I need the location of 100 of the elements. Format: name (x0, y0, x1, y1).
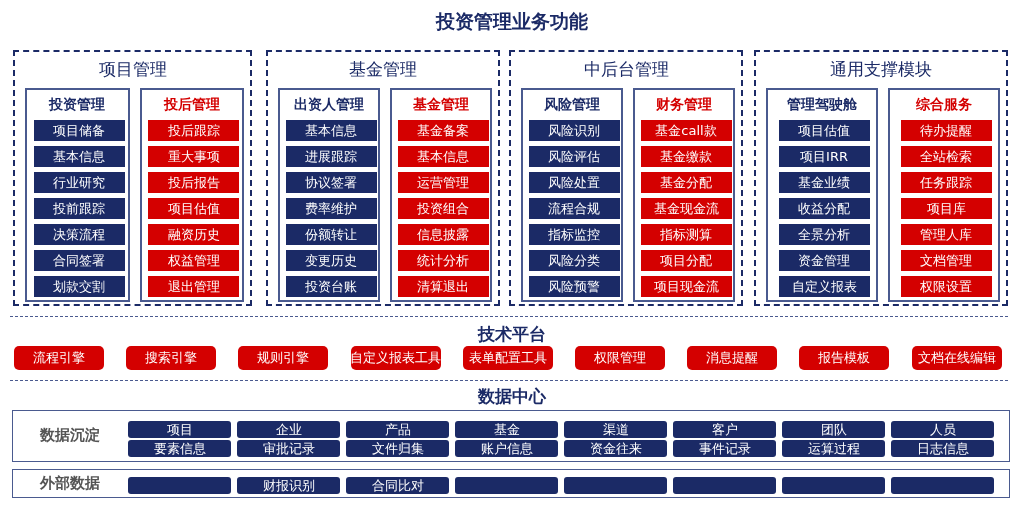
panel-title: 基金管理 (348, 57, 418, 81)
function-box: 项目估值 (148, 198, 240, 219)
function-box: 合同签署 (33, 250, 125, 271)
platform-box: 搜索引擎 (126, 346, 217, 370)
platform-box: 报告模板 (799, 346, 890, 370)
category-panel (390, 88, 492, 302)
function-box: 基金分配 (640, 172, 732, 193)
category-panel (633, 88, 735, 302)
data-box (782, 477, 885, 494)
function-box: 决策流程 (33, 224, 125, 245)
panel-title: 通用支撑模块 (829, 57, 933, 81)
function-box: 管理人库 (900, 224, 992, 245)
function-box: 基金业绩 (778, 172, 870, 193)
function-box: 风险识别 (528, 120, 620, 141)
category-panel (521, 88, 623, 302)
platform-box: 权限管理 (575, 346, 665, 370)
category-title: 出资人管理 (293, 95, 365, 114)
function-box: 清算退出 (397, 276, 489, 297)
function-box: 基金call款 (640, 120, 732, 141)
function-box: 风险预警 (528, 276, 620, 297)
data-box: 合同比对 (346, 477, 449, 494)
function-box: 退出管理 (148, 276, 240, 297)
category-title: 投后管理 (162, 95, 221, 114)
category-panel (139, 88, 244, 302)
function-box: 运营管理 (397, 172, 489, 193)
data-box: 基金 (455, 421, 558, 438)
category-title: 管理驾驶舱 (786, 95, 858, 114)
platform-box: 表单配置工具 (462, 346, 553, 370)
category-title: 财务管理 (655, 95, 713, 114)
data-box: 客户 (673, 421, 776, 438)
data-box: 人员 (891, 421, 994, 438)
data-box: 审批记录 (237, 440, 340, 457)
category-panel (888, 88, 1000, 302)
function-box: 自定义报表 (778, 276, 870, 297)
function-box: 项目估值 (778, 120, 870, 141)
data-box: 财报识别 (237, 477, 340, 494)
data-band (12, 469, 1010, 498)
function-box: 基本信息 (285, 120, 377, 141)
function-box: 权限设置 (900, 276, 992, 297)
section-title: 数据中心 (477, 384, 547, 408)
section-title: 技术平台 (476, 322, 547, 346)
function-box: 协议签署 (285, 172, 377, 193)
data-box: 运算过程 (782, 440, 885, 457)
data-box (564, 477, 667, 494)
data-box: 事件记录 (673, 440, 776, 457)
panel-title: 中后台管理 (582, 57, 670, 81)
function-box: 投后跟踪 (148, 120, 240, 141)
category-panel (766, 88, 878, 302)
data-box (891, 477, 994, 494)
data-box: 文件归集 (346, 440, 449, 457)
data-box (673, 477, 776, 494)
function-box: 投资组合 (397, 198, 489, 219)
function-box: 基本信息 (397, 146, 489, 167)
function-box: 文档管理 (900, 250, 992, 271)
category-panel (25, 88, 130, 302)
category-panel (278, 88, 380, 302)
function-box: 任务跟踪 (900, 172, 992, 193)
data-box: 项目 (128, 421, 231, 438)
function-box: 流程合规 (528, 198, 620, 219)
data-band (12, 410, 1010, 462)
function-box: 全站检索 (900, 146, 992, 167)
function-box: 项目库 (900, 198, 992, 219)
function-box: 项目分配 (640, 250, 732, 271)
band-title: 数据沉淀 (39, 425, 101, 446)
function-box: 基金备案 (397, 120, 489, 141)
band-title: 外部数据 (39, 472, 101, 494)
function-box: 基本信息 (33, 146, 125, 167)
function-box: 指标监控 (528, 224, 620, 245)
function-box: 全景分析 (778, 224, 870, 245)
function-box: 指标测算 (640, 224, 732, 245)
module-panel (13, 50, 252, 306)
function-box: 基金缴款 (640, 146, 732, 167)
data-box: 账户信息 (455, 440, 558, 457)
category-title: 综合服务 (915, 95, 973, 114)
function-box: 进展跟踪 (285, 146, 377, 167)
function-box: 费率维护 (285, 198, 377, 219)
function-box: 收益分配 (778, 198, 870, 219)
function-box: 投后报告 (148, 172, 240, 193)
function-box: 投前跟踪 (33, 198, 125, 219)
function-box: 融资历史 (148, 224, 240, 245)
module-panel (509, 50, 743, 306)
data-box: 要素信息 (128, 440, 231, 457)
function-box: 风险处置 (528, 172, 620, 193)
category-title: 投资管理 (48, 95, 107, 114)
platform-box: 文档在线编辑 (911, 346, 1002, 370)
function-box: 风险分类 (528, 250, 620, 271)
data-box: 产品 (346, 421, 449, 438)
function-box: 权益管理 (148, 250, 240, 271)
platform-box: 规则引擎 (238, 346, 329, 370)
data-box: 企业 (237, 421, 340, 438)
function-box: 基金现金流 (640, 198, 732, 219)
data-box (128, 477, 231, 494)
function-box: 风险评估 (528, 146, 620, 167)
category-title: 基金管理 (412, 95, 470, 114)
function-box: 划款交割 (33, 276, 125, 297)
platform-box: 消息提醒 (687, 346, 778, 370)
function-box: 项目现金流 (640, 276, 732, 297)
category-title: 风险管理 (543, 95, 601, 114)
function-box: 统计分析 (397, 250, 489, 271)
function-box: 待办提醒 (900, 120, 992, 141)
